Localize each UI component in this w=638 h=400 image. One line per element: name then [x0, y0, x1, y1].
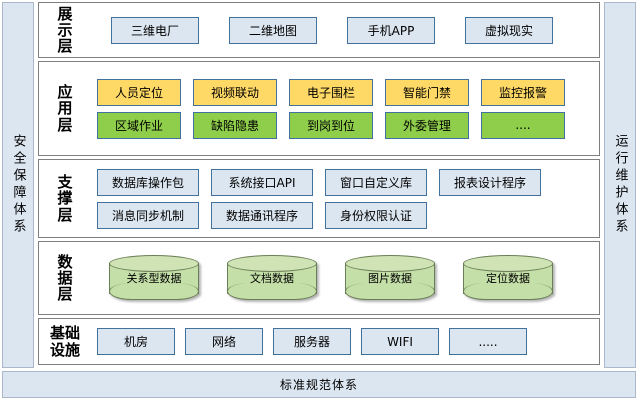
layer-data-label: 数 据 层 — [39, 254, 91, 303]
layer-data-label-line-1: 数 — [57, 252, 73, 271]
node-application-b2[interactable]: 到岗到位 — [289, 111, 373, 139]
layer-data-label-line-3: 层 — [57, 285, 73, 304]
cylinder-image-data[interactable]: 图片数据 — [345, 255, 435, 301]
right-rail-ops-maintenance-system: 运行维护体系 — [604, 2, 636, 368]
layer-application-label-line-2: 用 — [57, 99, 73, 118]
node-application-b1[interactable]: 缺陷隐患 — [193, 111, 277, 139]
layer-infrastructure-row: 机房 网络 服务器 WIFI ..... — [93, 328, 595, 355]
layer-application-label-line-1: 应 — [57, 83, 73, 102]
layer-presentation-label: 展 示 层 — [39, 6, 91, 55]
bottom-bar-label: 标准规范体系 — [279, 378, 358, 392]
node-application-a3[interactable]: 智能门禁 — [385, 78, 469, 106]
cylinder-label-0: 关系型数据 — [126, 272, 182, 285]
left-rail-label: 安全保障体系 — [10, 134, 26, 236]
node-application-a0[interactable]: 人员定位 — [97, 78, 181, 106]
node-application-a4[interactable]: 监控报警 — [481, 78, 565, 106]
node-application-b4[interactable]: .... — [481, 111, 565, 139]
layer-support-label-line-2: 撑 — [57, 189, 73, 208]
cylinder-relational-data[interactable]: 关系型数据 — [109, 255, 199, 301]
node-support-a1[interactable]: 系统接口API — [211, 168, 313, 196]
layer-presentation-row: 三维电厂 二维地图 手机APP 虚拟现实 — [93, 16, 595, 44]
layer-support-row-2: 消息同步机制 数据通讯程序 身份权限认证 — [93, 201, 595, 229]
layer-application-row-1: 人员定位 视频联动 电子围栏 智能门禁 监控报警 — [93, 78, 595, 106]
layer-infrastructure: 基础 设施 机房 网络 服务器 WIFI ..... — [38, 318, 600, 365]
node-support-b1[interactable]: 数据通讯程序 — [211, 201, 313, 229]
node-presentation-0[interactable]: 三维电厂 — [111, 16, 199, 44]
layer-support-label-line-1: 支 — [57, 173, 73, 192]
node-support-a2[interactable]: 窗口自定义库 — [325, 168, 427, 196]
node-support-b0[interactable]: 消息同步机制 — [97, 201, 199, 229]
bottom-bar-standards-system: 标准规范体系 — [2, 371, 636, 398]
right-rail-label: 运行维护体系 — [612, 134, 628, 236]
layer-presentation: 展 示 层 三维电厂 二维地图 手机APP 虚拟现实 — [38, 2, 600, 58]
layer-infrastructure-body: 机房 网络 服务器 WIFI ..... — [91, 328, 599, 355]
layer-presentation-label-line-3: 层 — [57, 37, 73, 56]
cylinder-bottom — [345, 283, 435, 300]
cylinder-label-1: 文档数据 — [250, 272, 294, 285]
cylinder-top — [227, 255, 317, 272]
layer-application: 应 用 层 人员定位 视频联动 电子围栏 智能门禁 监控报警 区域作业 缺陷隐患… — [38, 61, 600, 156]
cylinder-top — [463, 255, 553, 272]
node-support-a3[interactable]: 报表设计程序 — [439, 168, 541, 196]
node-support-a0[interactable]: 数据库操作包 — [97, 168, 199, 196]
left-rail-security-system: 安全保障体系 — [2, 2, 34, 368]
layer-application-row-2: 区域作业 缺陷隐患 到岗到位 外委管理 .... — [93, 111, 595, 139]
layer-support-label-line-3: 层 — [57, 205, 73, 224]
cylinder-label-3: 定位数据 — [486, 272, 530, 285]
node-presentation-1[interactable]: 二维地图 — [229, 16, 317, 44]
layer-data: 数 据 层 关系型数据 文档数据 — [38, 241, 600, 315]
node-application-b0[interactable]: 区域作业 — [97, 111, 181, 139]
node-infrastructure-1[interactable]: 网络 — [185, 328, 263, 355]
node-infrastructure-0[interactable]: 机房 — [97, 328, 175, 355]
layer-support-row-1: 数据库操作包 系统接口API 窗口自定义库 报表设计程序 — [93, 168, 595, 196]
layer-data-label-line-2: 据 — [57, 268, 73, 287]
layer-support-label: 支 撑 层 — [39, 174, 91, 223]
node-application-a2[interactable]: 电子围栏 — [289, 78, 373, 106]
node-infrastructure-2[interactable]: 服务器 — [273, 328, 351, 355]
layer-stack: 展 示 层 三维电厂 二维地图 手机APP 虚拟现实 应 用 层 — [38, 2, 600, 368]
layer-infrastructure-label-line-1: 基础 — [49, 324, 80, 343]
cylinder-location-data[interactable]: 定位数据 — [463, 255, 553, 301]
cylinder-bottom — [109, 283, 199, 300]
layer-presentation-label-line-2: 示 — [57, 20, 73, 39]
layer-application-label: 应 用 层 — [39, 84, 91, 133]
layer-infrastructure-label-line-2: 设施 — [49, 340, 80, 359]
node-application-b3[interactable]: 外委管理 — [385, 111, 469, 139]
node-presentation-2[interactable]: 手机APP — [347, 16, 435, 44]
cylinder-bottom — [463, 283, 553, 300]
node-infrastructure-4[interactable]: ..... — [449, 328, 527, 355]
layer-data-cylinder-row: 关系型数据 文档数据 图片数据 — [93, 255, 595, 301]
layer-application-label-line-3: 层 — [57, 115, 73, 134]
cylinder-bottom — [227, 283, 317, 300]
cylinder-label-2: 图片数据 — [368, 272, 412, 285]
layer-presentation-label-line-1: 展 — [57, 4, 73, 23]
layer-data-body: 关系型数据 文档数据 图片数据 — [91, 255, 599, 301]
cylinder-top — [345, 255, 435, 272]
node-infrastructure-3[interactable]: WIFI — [361, 328, 439, 355]
node-application-a1[interactable]: 视频联动 — [193, 78, 277, 106]
layer-support: 支 撑 层 数据库操作包 系统接口API 窗口自定义库 报表设计程序 消息同步机… — [38, 159, 600, 238]
node-support-b2[interactable]: 身份权限认证 — [325, 201, 427, 229]
layer-application-body: 人员定位 视频联动 电子围栏 智能门禁 监控报警 区域作业 缺陷隐患 到岗到位 … — [91, 78, 599, 139]
node-presentation-3[interactable]: 虚拟现实 — [465, 16, 553, 44]
layer-presentation-body: 三维电厂 二维地图 手机APP 虚拟现实 — [91, 16, 599, 44]
cylinder-document-data[interactable]: 文档数据 — [227, 255, 317, 301]
layer-support-body: 数据库操作包 系统接口API 窗口自定义库 报表设计程序 消息同步机制 数据通讯… — [91, 168, 599, 229]
cylinder-top — [109, 255, 199, 272]
layer-infrastructure-label: 基础 设施 — [39, 324, 91, 359]
